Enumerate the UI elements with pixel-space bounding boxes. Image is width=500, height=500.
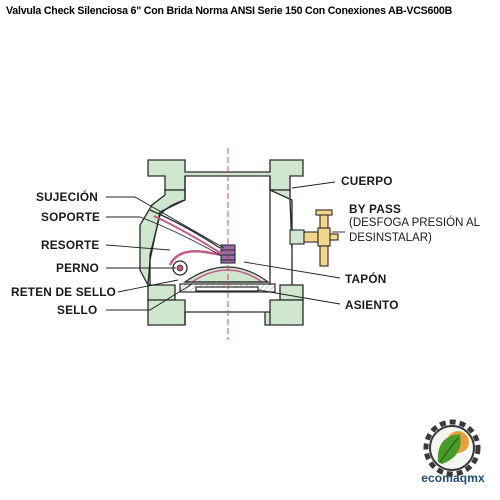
- label-asiento: ASIENTO: [345, 298, 399, 312]
- label-reten-de-sello: RETEN DE SELLO: [11, 285, 117, 299]
- label-cuerpo: CUERPO: [341, 174, 393, 188]
- valve-body: [139, 159, 304, 326]
- logo-text: ecomaqmx: [421, 471, 485, 485]
- leader-lines: [105, 181, 345, 311]
- top-flange: [147, 159, 304, 191]
- label-soporte: SOPORTE: [41, 210, 101, 224]
- spring-arm: [149, 209, 223, 276]
- seat: [179, 283, 276, 293]
- label-sello: SELLO: [57, 303, 98, 317]
- bottom-flange: [147, 299, 304, 326]
- page-title: Valvula Check Silenciosa 6" Con Brida No…: [6, 5, 453, 17]
- label-bypass: BY PASS: [349, 202, 402, 216]
- ecomaqmx-logo-icon: [423, 419, 481, 477]
- right-wall: [269, 189, 304, 301]
- label-sujecion: SUJECIÓN: [36, 190, 98, 204]
- disc: [183, 266, 270, 283]
- label-tapon: TAPÓN: [345, 272, 387, 286]
- tapon-guide: [220, 244, 236, 264]
- label-perno: PERNO: [56, 261, 99, 275]
- label-bypass-note-2: DESINSTALAR): [349, 232, 432, 244]
- label-bypass-note-1: (DESFOGA PRESIÓN AL: [349, 217, 481, 229]
- label-resorte: RESORTE: [41, 238, 100, 252]
- bypass-valve: [289, 209, 339, 267]
